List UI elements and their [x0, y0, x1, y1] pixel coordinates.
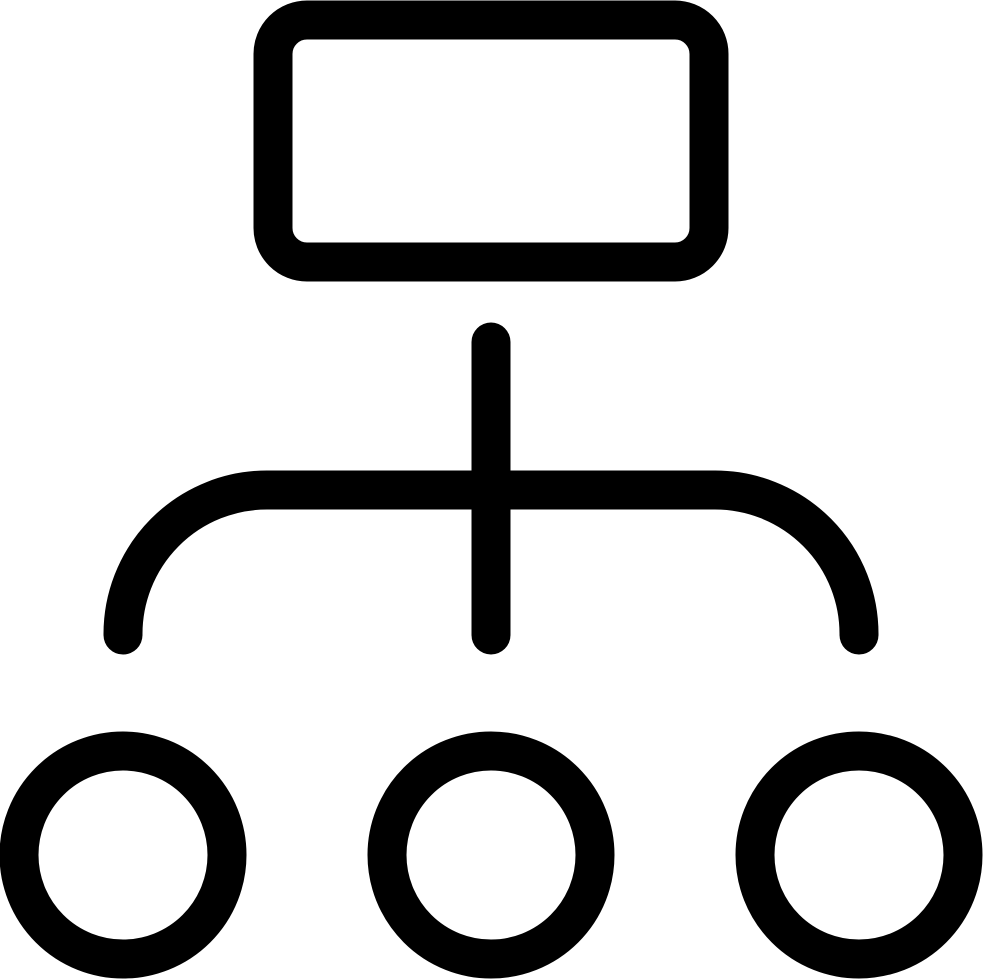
child-node-center [367, 731, 615, 979]
child-node-right [735, 731, 983, 979]
branch-connector [103, 470, 879, 655]
root-node-box [253, 0, 729, 282]
child-node-left [0, 731, 247, 979]
